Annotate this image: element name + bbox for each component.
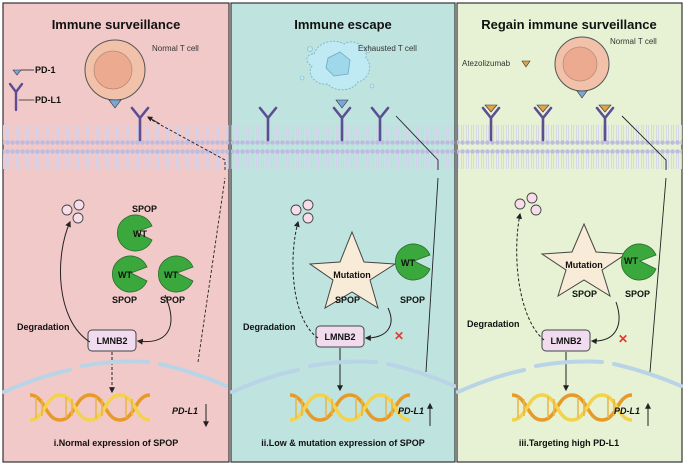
spop-to-lmnb2-arrow — [590, 301, 620, 345]
pdl1-gene-label: PD-L1 — [398, 406, 424, 416]
spop-wt-icon: WT — [112, 255, 148, 293]
pdl1-expression-arrow — [395, 115, 439, 373]
atezolizumab-label: Atezolizumab — [462, 59, 511, 68]
pdl1-receptor-blocked-icon — [595, 104, 615, 142]
dna-helix-icon — [289, 393, 411, 422]
panel-3-caption: iii.Targeting high PD-L1 — [519, 438, 619, 448]
degradation-label: Degradation — [17, 322, 70, 332]
wt-label: WT — [624, 256, 638, 266]
spop-wt-icon: WT — [117, 214, 153, 252]
normal-t-cell-icon — [554, 36, 610, 99]
degradation-fragments — [514, 192, 542, 216]
panel-regain-immune-surveillance: Regain immune surveillance Atezolizumab … — [456, 2, 683, 463]
spop-to-lmnb2-arrow — [364, 307, 392, 341]
degradation-label: Degradation — [243, 322, 296, 332]
spop-wt-icon: WT — [158, 255, 194, 293]
atezolizumab-icon — [521, 60, 531, 68]
spop-label: SPOP — [625, 289, 650, 299]
panel-immune-surveillance: Immune surveillance PD-1 PD-L1 Normal T … — [2, 2, 230, 463]
dna-helix-icon — [29, 393, 151, 422]
lmnb2-label: LMNB2 — [97, 336, 128, 346]
panel-1-title: Immune surveillance — [52, 17, 181, 32]
degradation-arrow — [292, 220, 319, 339]
lmnb2-label: LMNB2 — [551, 336, 582, 346]
spop-wt-icon: WT — [395, 243, 431, 281]
normal-t-cell-icon — [84, 39, 146, 109]
panel-1-caption: i.Normal expression of SPOP — [54, 438, 179, 448]
degradation-arrow — [60, 220, 91, 343]
nuclear-membrane — [456, 359, 683, 394]
pdl1-gene-label: PD-L1 — [172, 406, 198, 416]
degradation-arrow — [516, 212, 545, 341]
pdl1-expression-arrow — [621, 115, 667, 373]
pdl1-legend-icon — [8, 82, 35, 112]
mutation-label: Mutation — [333, 270, 371, 280]
pdl1-receptor-icon — [258, 106, 278, 142]
exhausted-t-cell-icon — [299, 40, 375, 109]
degradation-fragments — [290, 199, 314, 224]
cell-membrane — [457, 124, 682, 173]
spop-to-lmnb2-arrow — [136, 294, 172, 345]
wt-label: WT — [401, 258, 415, 268]
inhibition-cross-icon: ✕ — [394, 329, 404, 343]
cell-membrane — [3, 124, 229, 173]
lmnb2-label: LMNB2 — [325, 332, 356, 342]
panel-3-tcell-label: Normal T cell — [610, 37, 657, 46]
panel-1-tcell-label: Normal T cell — [152, 44, 199, 53]
wt-label: WT — [118, 270, 132, 280]
dna-helix-icon — [511, 393, 633, 422]
spop-label: SPOP — [132, 204, 157, 214]
pdl1-legend-label: PD-L1 — [35, 95, 61, 105]
spop-label: SPOP — [335, 295, 360, 305]
pdl1-receptor-icon — [130, 106, 150, 142]
pd1-legend-label: PD-1 — [35, 65, 56, 75]
panel-2-tcell-label: Exhausted T cell — [358, 44, 417, 53]
panel-3-title: Regain immune surveillance — [481, 17, 657, 32]
spop-label: SPOP — [160, 295, 185, 305]
panel-immune-escape: Immune escape Exhausted T cell Muta — [230, 2, 456, 463]
spop-label: SPOP — [572, 289, 597, 299]
pd1-legend-icon — [12, 69, 34, 76]
pdl1-receptor-blocked-icon — [481, 104, 501, 142]
pdl1-receptor-icon — [332, 106, 352, 142]
lmnb2-box — [541, 329, 591, 352]
wt-label: WT — [164, 270, 178, 280]
pdl1-expression-arrow — [147, 117, 226, 363]
spop-label: SPOP — [112, 295, 137, 305]
pdl1-expression-arrowhead — [147, 116, 161, 125]
nuclear-membrane — [2, 359, 228, 394]
panel-2-caption: ii.Low & mutation expression of SPOP — [261, 438, 425, 448]
degradation-fragments — [61, 199, 85, 224]
spop-wt-icon: WT — [621, 243, 657, 281]
spop-label: SPOP — [400, 295, 425, 305]
inhibition-cross-icon: ✕ — [618, 332, 628, 346]
nuclear-membrane — [230, 359, 456, 394]
pdl1-receptor-icon — [370, 106, 390, 142]
panel-2-title: Immune escape — [294, 17, 392, 32]
wt-label: WT — [133, 229, 147, 239]
pdl1-gene-label: PD-L1 — [614, 406, 640, 416]
mutation-label: Mutation — [565, 260, 603, 270]
mutation-star-icon — [540, 222, 628, 298]
mutation-star-icon — [308, 230, 397, 310]
degradation-label: Degradation — [467, 319, 520, 329]
pdl1-receptor-blocked-icon — [533, 104, 553, 142]
